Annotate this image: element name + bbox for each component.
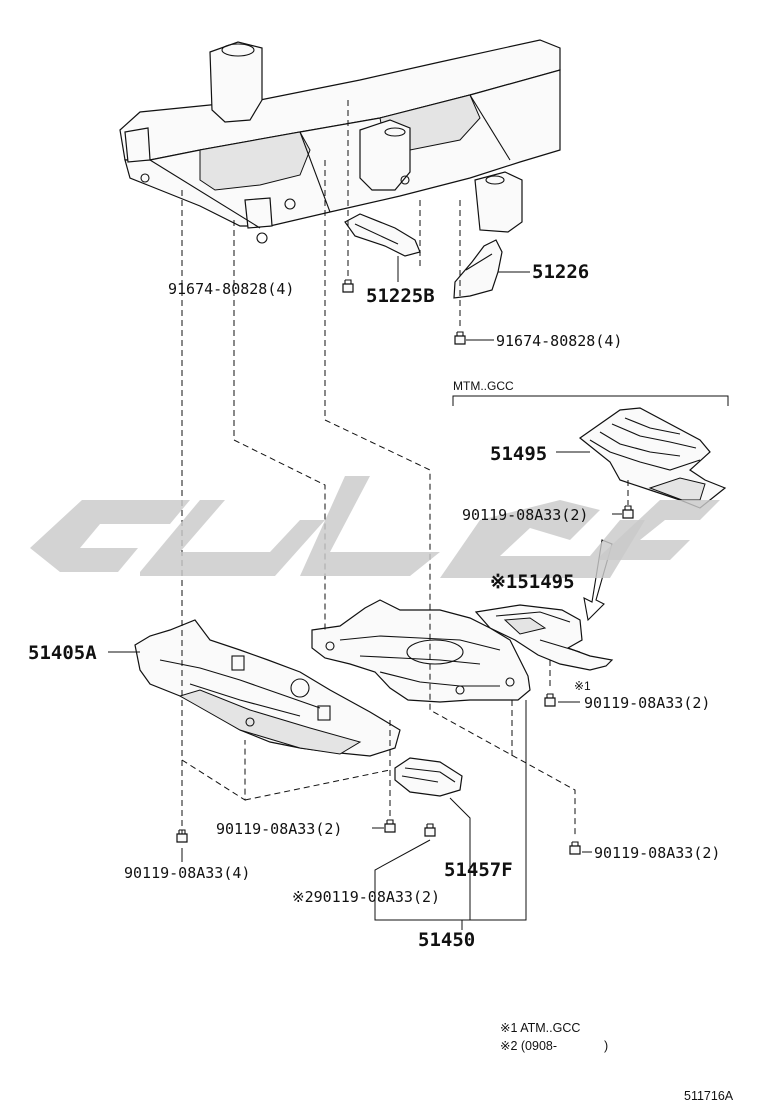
note-2-close: ) (604, 1039, 608, 1053)
label-bolt-right-lower: 90119-08A33(2) (594, 844, 720, 862)
label-bolt-far-left: 90119-08A33(4) (124, 864, 250, 882)
label-bolt-cover-top: 90119-08A33(2) (462, 506, 588, 524)
bolt-icon (384, 819, 396, 833)
bolt-icon (454, 331, 466, 345)
bolt-icon (176, 829, 188, 843)
leader-lines (108, 256, 729, 930)
label-bracket-center: 51225B (366, 285, 435, 307)
label-sub-cover: 51457F (444, 859, 513, 881)
text-labels: 91674-80828(4) 51225B 51226 91674-80828(… (28, 261, 734, 1103)
watermark-logo (30, 476, 720, 578)
figure-id: 511716A (684, 1089, 734, 1103)
bracket-51225b (344, 213, 421, 257)
label-bolt-center-small: 90119-08A33(2) (216, 820, 342, 838)
label-cover-front: 51405A (28, 642, 97, 664)
label-cover-mid: ※151495 (490, 571, 575, 593)
bolt-icon (569, 841, 581, 855)
bracket-51226 (453, 239, 503, 299)
label-mark-1: ※1 (574, 679, 591, 693)
label-cover-top: 51495 (490, 443, 547, 465)
note-1: ※1 ATM..GCC (500, 1021, 580, 1035)
note-2: ※2 (0908- (500, 1039, 557, 1053)
label-bolt-front-frame: 91674-80828(4) (168, 280, 294, 298)
cover-51457f (394, 757, 463, 797)
bolt-icon (424, 823, 436, 837)
bolts (176, 279, 634, 855)
vehicle-frame (119, 39, 561, 244)
label-bracket-right: 51226 (532, 261, 589, 283)
bolt-icon (544, 693, 556, 707)
cover-51405a (134, 619, 401, 757)
cover-center (311, 599, 531, 703)
label-mtm-variant: MTM..GCC (453, 379, 514, 393)
bolt-icon (342, 279, 354, 293)
label-bolt-right-frame: 91674-80828(4) (496, 332, 622, 350)
cover-51495-mid (474, 604, 614, 671)
label-assembly: 51450 (418, 929, 475, 951)
label-bolt-cover-mid: 90119-08A33(2) (584, 694, 710, 712)
label-bolt-note2: ※290119-08A33(2) (292, 888, 440, 906)
bolt-icon (622, 505, 634, 519)
cover-51495-top (578, 407, 727, 509)
